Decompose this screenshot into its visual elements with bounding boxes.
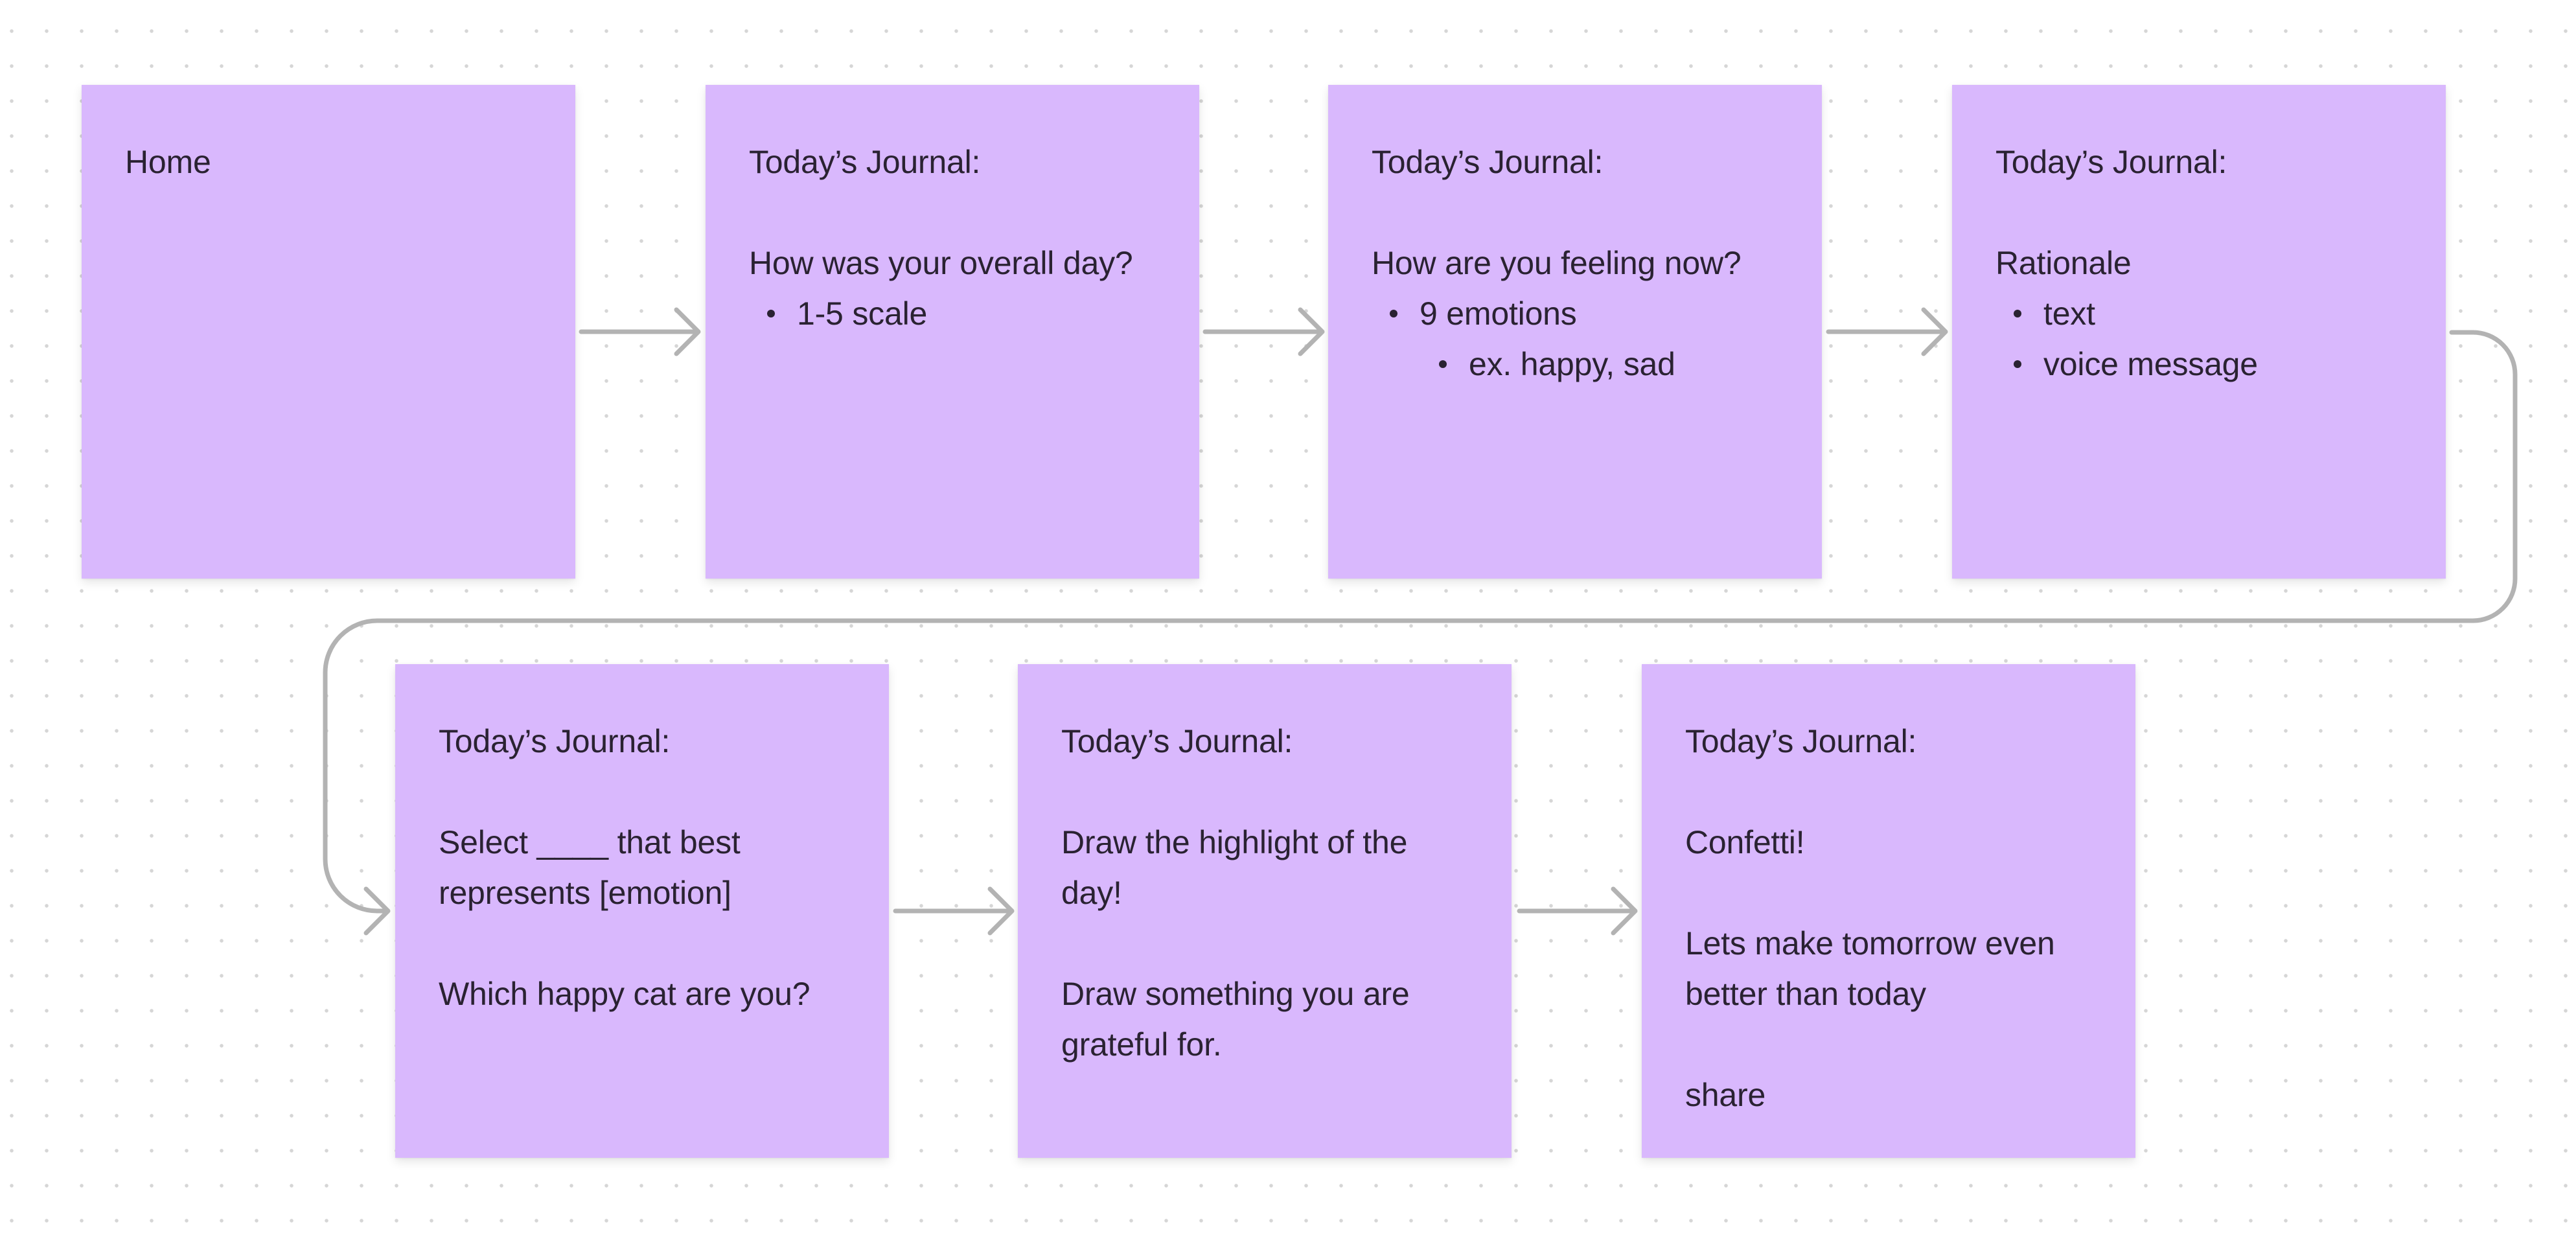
bullet-text: 9 emotions	[1420, 295, 1577, 332]
arrow-connector-1[interactable]	[579, 307, 701, 356]
blank-line	[749, 187, 1160, 238]
note-title: Today’s Journal:	[1372, 144, 1604, 180]
note-text: Draw something you are	[1061, 976, 1410, 1012]
note-text: Draw the highlight of the	[1061, 824, 1408, 860]
blank-line	[1061, 918, 1473, 969]
note-text: Lets make tomorrow even	[1685, 925, 2055, 962]
note-text: represents [emotion]	[439, 875, 731, 911]
note-title: Today’s Journal:	[1995, 144, 2227, 180]
sticky-note-draw-highlight[interactable]: Today’s Journal: Draw the highlight of t…	[1018, 664, 1512, 1158]
sticky-note-overall-day[interactable]: Today’s Journal: How was your overall da…	[706, 85, 1199, 579]
bullet-text: voice message	[2043, 346, 2258, 382]
bullet-item: voice message	[1995, 339, 2407, 389]
blank-line	[1372, 187, 1783, 238]
note-title: Today’s Journal:	[1685, 723, 1917, 759]
note-title: Today’s Journal:	[439, 723, 671, 759]
bullet-item: 1-5 scale	[749, 288, 1160, 339]
note-text: better than today	[1685, 976, 1926, 1012]
note-text: grateful for.	[1061, 1026, 1222, 1063]
bullet-dot-icon	[767, 310, 775, 317]
bullet-item: text	[1995, 288, 2407, 339]
note-question: How are you feeling now?	[1372, 245, 1742, 281]
note-title: Home	[125, 144, 211, 180]
note-text: Which happy cat are you?	[439, 976, 811, 1012]
blank-line	[1685, 1019, 2097, 1070]
bullet-dot-icon	[2014, 310, 2021, 317]
bullet-item-nested: ex. happy, sad	[1372, 339, 1783, 389]
note-question: Rationale	[1995, 245, 2132, 281]
arrow-connector-3[interactable]	[1826, 307, 1948, 356]
arrow-connector-6[interactable]	[1517, 886, 1638, 936]
bullet-item: 9 emotions	[1372, 288, 1783, 339]
bullet-list: text voice message	[1995, 288, 2407, 389]
blank-line	[1685, 766, 2097, 817]
sticky-note-home[interactable]: Home	[82, 85, 575, 579]
bullet-text: ex. happy, sad	[1469, 346, 1675, 382]
note-text: Confetti!	[1685, 824, 1805, 860]
bullet-dot-icon	[1390, 310, 1397, 317]
bullet-dot-icon	[2014, 360, 2021, 368]
note-text: Select ____ that best	[439, 824, 741, 860]
bullet-text: 1-5 scale	[797, 295, 928, 332]
blank-line	[439, 918, 850, 969]
bullet-text: text	[2043, 295, 2095, 332]
note-title: Today’s Journal:	[1061, 723, 1293, 759]
sticky-note-rationale[interactable]: Today’s Journal: Rationale text voice me…	[1952, 85, 2446, 579]
note-title: Today’s Journal:	[749, 144, 981, 180]
note-text: day!	[1061, 875, 1122, 911]
blank-line	[1061, 766, 1473, 817]
blank-line	[439, 766, 850, 817]
sticky-note-confetti[interactable]: Today’s Journal: Confetti! Lets make tom…	[1642, 664, 2135, 1158]
bullet-dot-icon	[1439, 360, 1447, 368]
note-text-share: share	[1685, 1077, 1766, 1113]
arrow-connector-2[interactable]	[1202, 307, 1325, 356]
bullet-list: 9 emotions ex. happy, sad	[1372, 288, 1783, 389]
blank-line	[1995, 187, 2407, 238]
sticky-note-feeling-now[interactable]: Today’s Journal: How are you feeling now…	[1328, 85, 1822, 579]
sticky-note-select-emotion[interactable]: Today’s Journal: Select ____ that best r…	[395, 664, 889, 1158]
blank-line	[1685, 868, 2097, 918]
note-question: How was your overall day?	[749, 245, 1133, 281]
bullet-list: 1-5 scale	[749, 288, 1160, 339]
arrow-connector-5[interactable]	[893, 886, 1015, 936]
